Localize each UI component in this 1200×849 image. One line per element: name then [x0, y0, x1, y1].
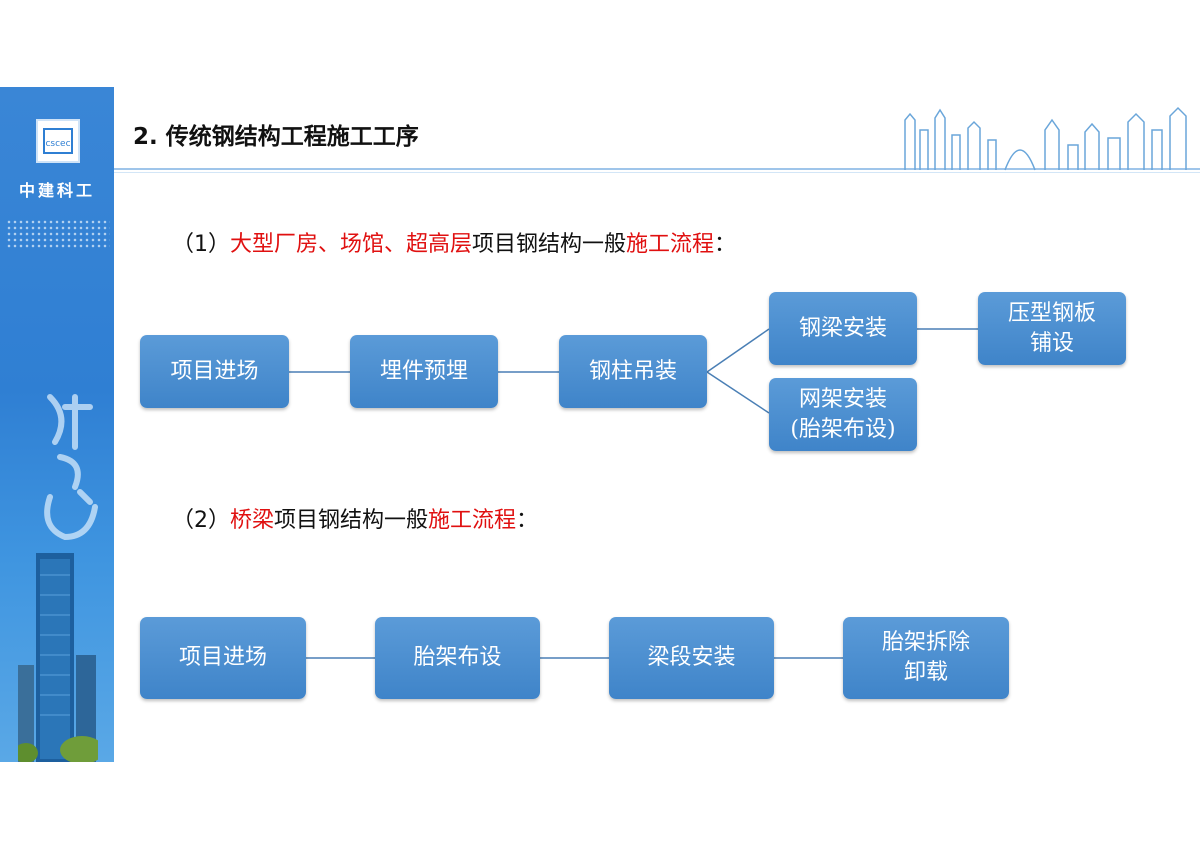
flow1-step-project-entry: 项目进场	[140, 335, 289, 408]
section1-middle: 项目钢结构一般	[472, 232, 627, 257]
section1-highlight: 大型厂房、场馆、超高层	[230, 232, 473, 257]
building-photo	[18, 553, 98, 762]
flow2-step-segment-install: 梁段安装	[609, 617, 774, 699]
page-title: 2. 传统钢结构工程施工工序	[133, 124, 419, 150]
section1-heading: （1）大型厂房、场馆、超高层项目钢结构一般施工流程：	[172, 226, 736, 258]
flow2-step1-label: 项目进场	[178, 645, 267, 670]
flow2-step-project-entry: 项目进场	[140, 617, 306, 699]
flow1-step3-label: 钢柱吊装	[588, 358, 677, 384]
flow1-branch-b-line1: 网架安装	[798, 386, 887, 412]
skyline-decoration	[904, 106, 1187, 171]
connector-f1-branch-a	[706, 328, 770, 373]
flow1-branch-a-next-line1: 压型钢板	[1007, 300, 1096, 326]
dot-pattern	[6, 219, 110, 249]
brand-name: 中建科工	[18, 181, 95, 200]
connector-f1-branch-b	[706, 371, 770, 414]
flow1-step-deck-laying: 压型钢板 铺设	[978, 292, 1126, 365]
flow2-step2-label: 胎架布设	[413, 645, 502, 670]
flow2-step4-line1: 胎架拆除	[881, 630, 970, 655]
flow1-step-embedded-parts: 埋件预埋	[350, 335, 498, 408]
flow2-step-tire-frame-setup: 胎架布设	[375, 617, 540, 699]
header-divider	[114, 168, 1200, 170]
flow1-step-column-lifting: 钢柱吊装	[559, 335, 707, 408]
flow1-step1-label: 项目进场	[170, 358, 259, 384]
calligraphy-motto	[44, 394, 98, 541]
section2-heading: （2）桥梁项目钢结构一般施工流程：	[172, 502, 538, 534]
flow1-branch-b-line2: (胎架布设)	[790, 416, 896, 442]
flow2-step-frame-removal: 胎架拆除 卸载	[843, 617, 1009, 699]
company-logo-icon: cscec	[36, 119, 80, 163]
section2-prefix: （2）	[172, 508, 230, 533]
sidebar-banner: cscec 中建科工	[0, 87, 114, 762]
flow1-step-space-frame: 网架安装 (胎架布设)	[769, 378, 917, 451]
section1-highlight2: 施工流程	[626, 232, 715, 257]
flow1-step-beam-install: 钢梁安装	[769, 292, 917, 365]
svg-text:cscec: cscec	[45, 139, 70, 149]
section2-middle: 项目钢结构一般	[274, 508, 429, 533]
flow2-step3-label: 梁段安装	[647, 645, 736, 670]
section1-suffix: ：	[714, 232, 737, 257]
flow1-step2-label: 埋件预埋	[379, 358, 468, 384]
flow1-branch-a-next-line2: 铺设	[1029, 330, 1074, 356]
flow1-branch-a-label: 钢梁安装	[798, 315, 887, 341]
section2-highlight2: 施工流程	[428, 508, 517, 533]
header-divider-thin	[114, 172, 1200, 173]
flow2-step4-line2: 卸载	[903, 660, 948, 685]
section2-highlight: 桥梁	[230, 508, 275, 533]
section2-suffix: ：	[516, 508, 539, 533]
section1-prefix: （1）	[172, 232, 230, 257]
